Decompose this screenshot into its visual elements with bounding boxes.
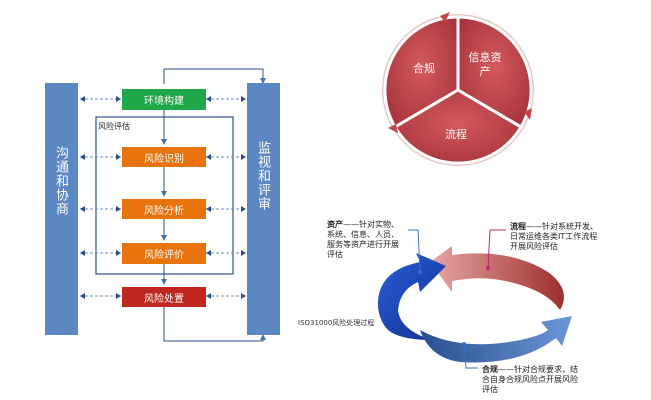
- note-assets: 资产——针对实物、 系统、信息、人员、 服务等资产进行开展 评估: [327, 220, 399, 259]
- step-evaluation: 风险评价: [122, 243, 206, 264]
- step-treatment: 风险处置: [122, 287, 206, 307]
- communication-column: [45, 83, 78, 335]
- process-caption: ISO31000风险处理过程: [298, 319, 375, 327]
- risk-assessment-label: 风险评估: [98, 122, 130, 131]
- communication-label: 沟通和协商: [53, 146, 68, 216]
- step-analysis: 风险分析: [122, 199, 206, 219]
- step-context: 环境构建: [122, 89, 206, 110]
- pie-label-process: 流程: [445, 128, 467, 141]
- loop-top-line: [163, 68, 266, 84]
- loop-bottom-line: [163, 307, 266, 342]
- step-identification: 风险识别: [122, 147, 206, 167]
- monitoring-column: [247, 83, 280, 335]
- note-compliance: 合规——针对合规要求，结 合自身合规风险点开展风险 评估: [482, 365, 578, 394]
- pie-label-assets: 信息资 产: [468, 51, 502, 78]
- pie-label-compliance: 合规: [413, 62, 435, 75]
- note-process: 流程——针对系统开发、 日常运维各类IT工作流程 开展风险评估: [510, 222, 598, 251]
- monitoring-label: 监视和评审: [255, 141, 270, 211]
